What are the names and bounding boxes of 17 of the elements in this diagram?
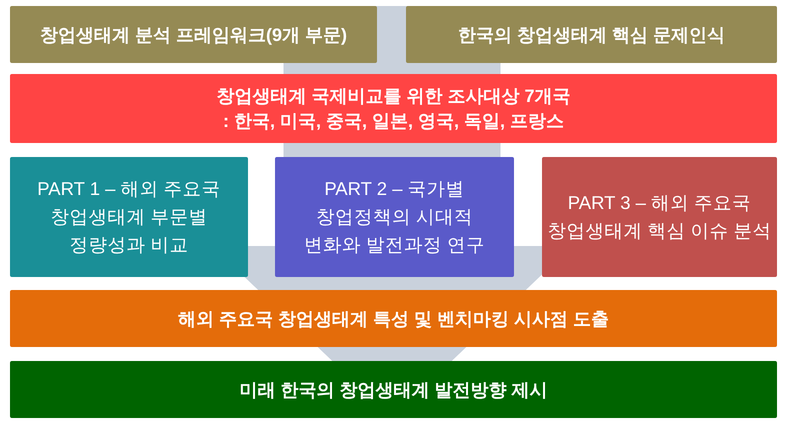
box-label: PART 3 – 해외 주요국 창업생태계 핵심 이슈 분석	[546, 191, 773, 243]
box-label: 창업생태계 분석 프레임워크(9개 부문)	[40, 24, 347, 46]
box-label: : 한국, 미국, 중국, 일본, 영국, 독일, 프랑스	[222, 110, 564, 132]
banner-box	[10, 361, 777, 418]
box-label: PART 2 – 국가별 창업정책의 시대적 변화와 발전과정 연구	[302, 177, 486, 257]
box-label: 창업생태계 국제비교를 위한 조사대상 7개국	[216, 84, 570, 108]
box-label: 해외 주요국 창업생태계 특성 및 벤치마킹 시사점 도출	[178, 308, 609, 330]
banner-box	[10, 290, 777, 347]
header-box	[10, 6, 377, 63]
header-box	[406, 6, 777, 63]
part-box	[275, 157, 514, 277]
part-box	[10, 157, 248, 277]
part-box	[542, 157, 777, 277]
box-label: 미래 한국의 창업생태계 발전방향 제시	[239, 378, 548, 402]
banner-box	[10, 74, 777, 143]
box-label: PART 1 – 해외 주요국 창업생태계 부문별 정량성과 비교	[36, 177, 222, 257]
box-label: 한국의 창업생태계 핵심 문제인식	[458, 24, 725, 46]
